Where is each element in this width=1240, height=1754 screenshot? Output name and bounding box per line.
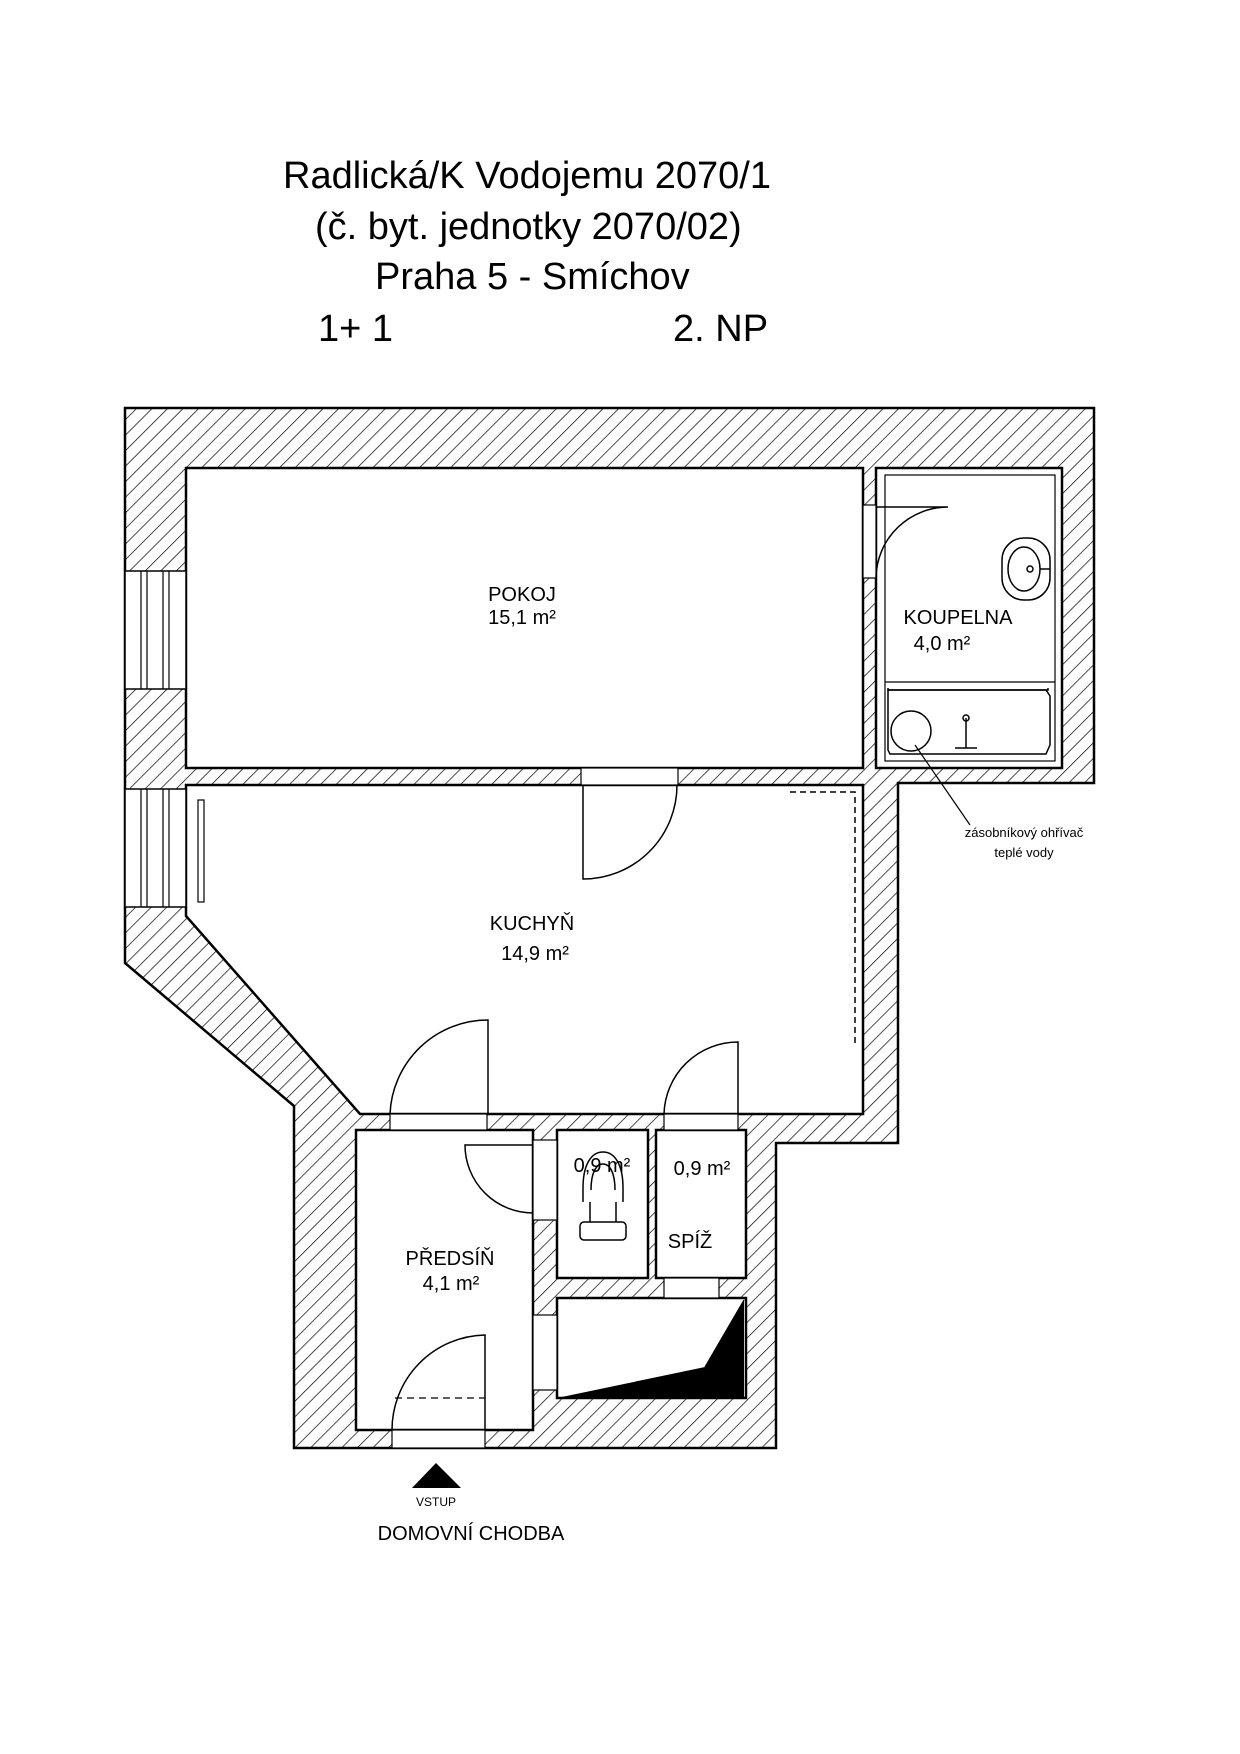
- title-block: Radlická/K Vodojemu 2070/1 (č. byt. jedn…: [0, 0, 1240, 360]
- door-swing-entrance: [391, 1334, 486, 1431]
- door-opening-koupelna: [862, 504, 877, 579]
- door-swing-wc: [464, 1144, 534, 1214]
- storage-line: [704, 1299, 745, 1368]
- entrance-arrow-icon: [412, 1463, 461, 1488]
- door-opening-predsin: [389, 1113, 488, 1131]
- door-swing-koupelna: [875, 506, 949, 578]
- kitchen-counter: [790, 791, 856, 1045]
- window-kuchyn: [124, 788, 187, 908]
- radiator: [197, 799, 205, 903]
- entrance-label: VSTUP: [416, 1495, 456, 1509]
- storage-fill: [557, 1300, 744, 1398]
- room-area-koupelna: 4,0 m²: [914, 633, 971, 655]
- door-opening-entrance: [391, 1429, 486, 1449]
- walls: [123, 406, 1096, 1450]
- bathtub: [887, 688, 1051, 755]
- address-title: Radlická/K Vodojemu 2070/1: [283, 155, 771, 197]
- room-name-predsin: PŘEDSÍŇ: [406, 1247, 495, 1270]
- room-name-koupelna: KOUPELNA: [904, 607, 1014, 629]
- room-area-wc: 0,9 m²: [574, 1155, 631, 1177]
- toilet: [579, 1151, 627, 1241]
- door-opening-wc: [532, 1139, 558, 1221]
- layout-type: 1+ 1: [318, 308, 394, 350]
- door-opening-spiz: [663, 1113, 739, 1131]
- room-name-kuchyn: KUCHYŇ: [490, 912, 574, 935]
- opening-storage: [532, 1314, 558, 1391]
- door-swing-predsin: [389, 1019, 489, 1115]
- washbasin: [1001, 537, 1051, 601]
- room-area-predsin: 4,1 m²: [423, 1273, 480, 1295]
- door-swing-spiz: [663, 1041, 739, 1115]
- heater-label-line2: teplé vody: [994, 845, 1054, 860]
- room-name-spiz: SPÍŽ: [668, 1230, 712, 1253]
- bathroom-tile-outline: [884, 474, 1056, 762]
- room-area-kuchyn: 14,9 m²: [501, 943, 569, 965]
- floor-label: 2. NP: [673, 308, 769, 350]
- room-area-spiz: 0,9 m²: [674, 1158, 731, 1180]
- unit-number: (č. byt. jednotky 2070/02): [315, 206, 742, 248]
- room-name-pokoj: POKOJ: [488, 584, 556, 606]
- room-area-pokoj: 15,1 m²: [488, 607, 556, 629]
- district: Praha 5 - Smíchov: [375, 256, 690, 298]
- window-pokoj: [124, 570, 187, 690]
- heater-label-line1: zásobníkový ohřívač: [965, 825, 1084, 840]
- door-swing-pokoj: [582, 784, 678, 880]
- door-opening-pokoj: [580, 767, 679, 786]
- opening-spiz-bottom: [663, 1277, 720, 1299]
- heater-leader: [914, 744, 971, 826]
- corridor-label: DOMOVNÍ CHODBA: [378, 1522, 565, 1545]
